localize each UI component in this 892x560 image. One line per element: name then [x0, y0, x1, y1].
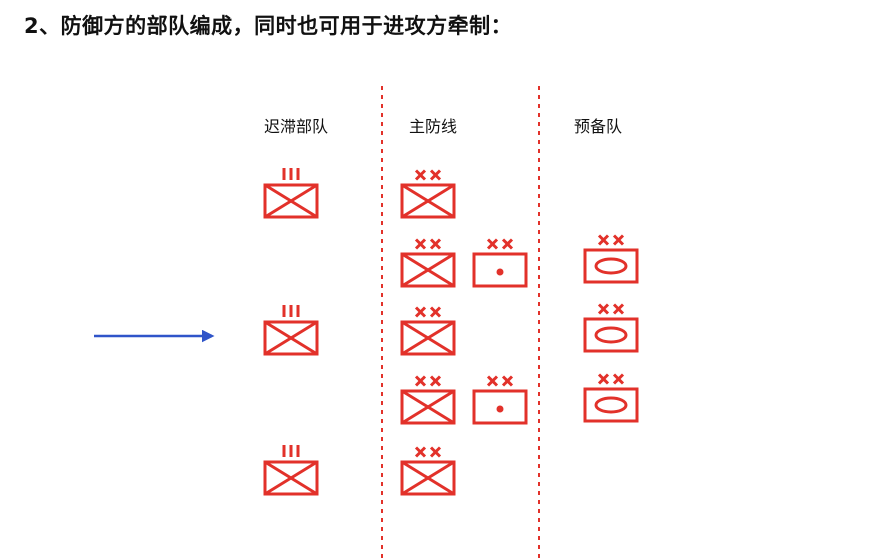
delay-unit-2 [263, 305, 319, 356]
column-label-reserve: 预备队 [573, 117, 623, 136]
main-line-unit-3 [472, 238, 528, 288]
main-line-unit-2 [400, 238, 456, 288]
delay-unit-3 [263, 445, 319, 496]
main-line-unit-5 [400, 375, 456, 425]
main-line-unit-1 [400, 169, 456, 219]
page-title: 2、防御方的部队编成，同时也可用于进攻方牵制： [24, 14, 513, 38]
reserve-unit-3 [583, 373, 639, 423]
column-label-main-line: 主防线 [408, 117, 458, 136]
main-line-unit-4 [400, 306, 456, 356]
delay-unit-1 [263, 168, 319, 219]
column-label-delay: 迟滞部队 [263, 117, 329, 136]
reserve-unit-2 [583, 303, 639, 353]
main-line-unit-7 [400, 446, 456, 496]
reserve-unit-1 [583, 234, 639, 284]
main-line-unit-6 [472, 375, 528, 425]
